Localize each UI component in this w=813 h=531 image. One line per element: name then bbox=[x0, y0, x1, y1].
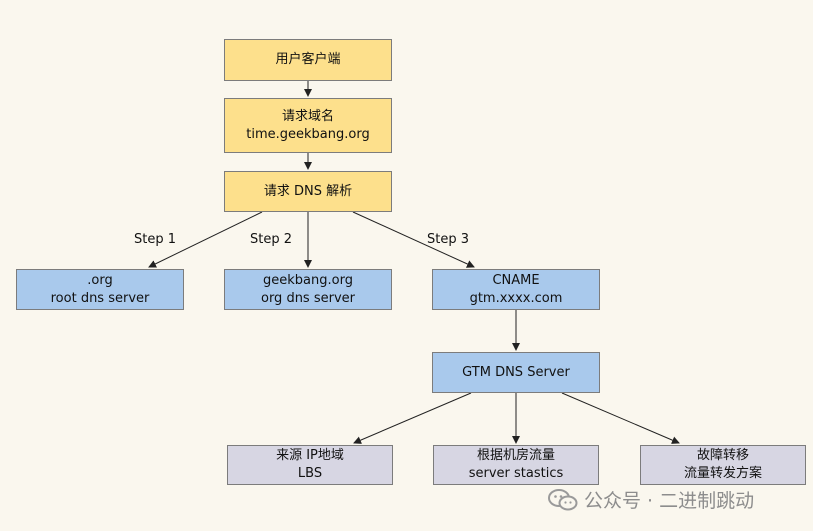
edge-label-step3: Step 3 bbox=[427, 232, 470, 247]
node-failover: 故障转移 流量转发方案 bbox=[640, 445, 806, 485]
node-gtm-dns-label: GTM DNS Server bbox=[462, 364, 570, 380]
edge-label-step2: Step 2 bbox=[250, 232, 293, 247]
node-gtm-dns: GTM DNS Server bbox=[432, 352, 600, 393]
node-request-dns-label: 请求 DNS 解析 bbox=[263, 183, 353, 199]
edge-label-step1: Step 1 bbox=[134, 232, 177, 247]
node-org-dns: geekbang.org org dns server bbox=[224, 269, 392, 310]
edge-step3 bbox=[352, 211, 475, 268]
node-request-domain: 请求域名 time.geekbang.org bbox=[224, 98, 392, 153]
node-org-dns-title: geekbang.org bbox=[263, 272, 353, 288]
edge-step1 bbox=[148, 211, 263, 268]
node-source-ip-subtitle: LBS bbox=[297, 466, 323, 481]
watermark-text: 公众号 · 二进制跳动 bbox=[584, 490, 755, 512]
node-client: 用户客户端 bbox=[224, 39, 392, 81]
node-failover-title: 故障转移 bbox=[696, 448, 749, 463]
node-source-ip: 来源 IP地域 LBS bbox=[227, 445, 393, 485]
node-room-traffic: 根据机房流量 server stastics bbox=[433, 445, 599, 485]
node-room-traffic-subtitle: server stastics bbox=[468, 466, 564, 481]
node-request-domain-host: time.geekbang.org bbox=[246, 126, 370, 142]
wechat-icon bbox=[548, 488, 578, 510]
node-org-dns-subtitle: org dns server bbox=[260, 290, 355, 306]
node-root-dns-title: .org bbox=[87, 272, 113, 288]
node-root-dns: .org root dns server bbox=[16, 269, 184, 310]
node-failover-subtitle: 流量转发方案 bbox=[683, 466, 762, 481]
node-cname-title: CNAME bbox=[492, 272, 540, 288]
edge-gtm-to-failover bbox=[561, 392, 680, 444]
node-root-dns-subtitle: root dns server bbox=[50, 290, 150, 306]
watermark: 公众号 · 二进制跳动 bbox=[548, 486, 754, 513]
edge-gtm-to-source-ip bbox=[353, 392, 472, 444]
node-request-dns: 请求 DNS 解析 bbox=[224, 171, 392, 212]
node-request-domain-title: 请求域名 bbox=[281, 108, 334, 124]
node-cname-subtitle: gtm.xxxx.com bbox=[469, 290, 563, 306]
node-room-traffic-title: 根据机房流量 bbox=[476, 448, 555, 463]
node-cname: CNAME gtm.xxxx.com bbox=[432, 269, 600, 310]
node-source-ip-title: 来源 IP地域 bbox=[276, 448, 344, 463]
node-client-label: 用户客户端 bbox=[275, 52, 341, 67]
